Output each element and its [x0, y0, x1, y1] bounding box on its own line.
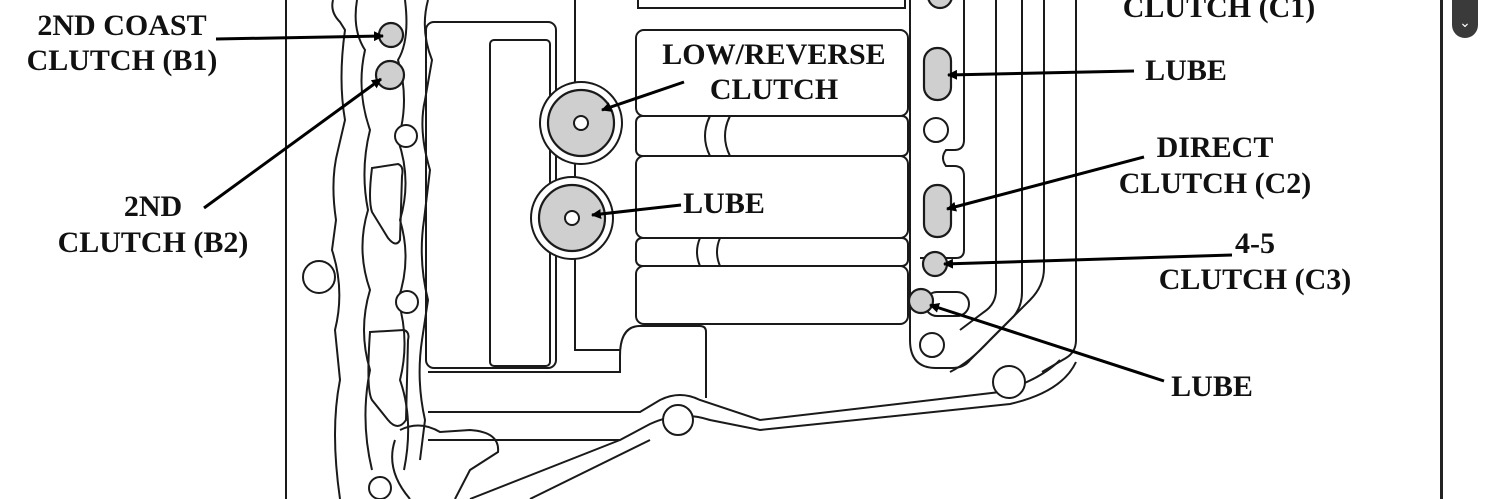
port-lube-lower: [907, 287, 935, 315]
label-2nd-coast-clutch-line1: 2ND COAST: [37, 9, 206, 42]
label-low-reverse-line2: CLUTCH: [710, 73, 838, 106]
port-c1-partial: [927, 0, 953, 10]
label-4-5-clutch-line2: CLUTCH (C3): [1159, 263, 1352, 296]
label-low-reverse-line1: LOW/REVERSE: [662, 38, 885, 71]
leader-arrows: [203, 31, 1233, 383]
label-2nd-clutch-line2: CLUTCH (B2): [58, 226, 249, 259]
label-4-5-clutch-line1: 4-5: [1235, 227, 1275, 260]
callout-labels: 2ND COAST CLUTCH (B1) 2ND CLUTCH (B2) LO…: [27, 0, 1352, 403]
arrow-c2: [946, 155, 1145, 212]
arrow-b2: [203, 77, 382, 210]
port-c3: [921, 250, 949, 278]
scroll-down-button[interactable]: ⌄: [1452, 0, 1478, 38]
port-b2: [374, 59, 406, 91]
arrow-lube-center: [591, 203, 682, 219]
label-lube-upper-right: LUBE: [1145, 54, 1227, 87]
arrow-b1: [215, 31, 384, 42]
bolt-holes: [302, 117, 1026, 499]
label-2nd-coast-clutch-line2: CLUTCH (B1): [27, 44, 218, 77]
label-direct-clutch-line1: DIRECT: [1157, 131, 1274, 164]
arrow-c3: [943, 253, 1233, 269]
label-clutch-c1-partial: CLUTCH (C1): [1123, 0, 1316, 24]
arrow-low-reverse: [601, 80, 685, 112]
label-direct-clutch-line2: CLUTCH (C2): [1119, 167, 1312, 200]
right-port-column: [909, 0, 1045, 373]
chamber-block: [425, 0, 909, 369]
port-c2: [922, 183, 953, 239]
label-lube-lower-right: LUBE: [1171, 370, 1253, 403]
viewer-frame-edge: [1440, 0, 1443, 499]
arrow-lube-lower: [929, 303, 1165, 383]
label-2nd-clutch-line1: 2ND: [124, 190, 182, 223]
label-lube-center: LUBE: [683, 187, 765, 220]
port-lube-upper: [922, 46, 953, 102]
arrow-lube-upper: [947, 69, 1135, 80]
chevron-down-icon: ⌄: [1459, 15, 1471, 31]
